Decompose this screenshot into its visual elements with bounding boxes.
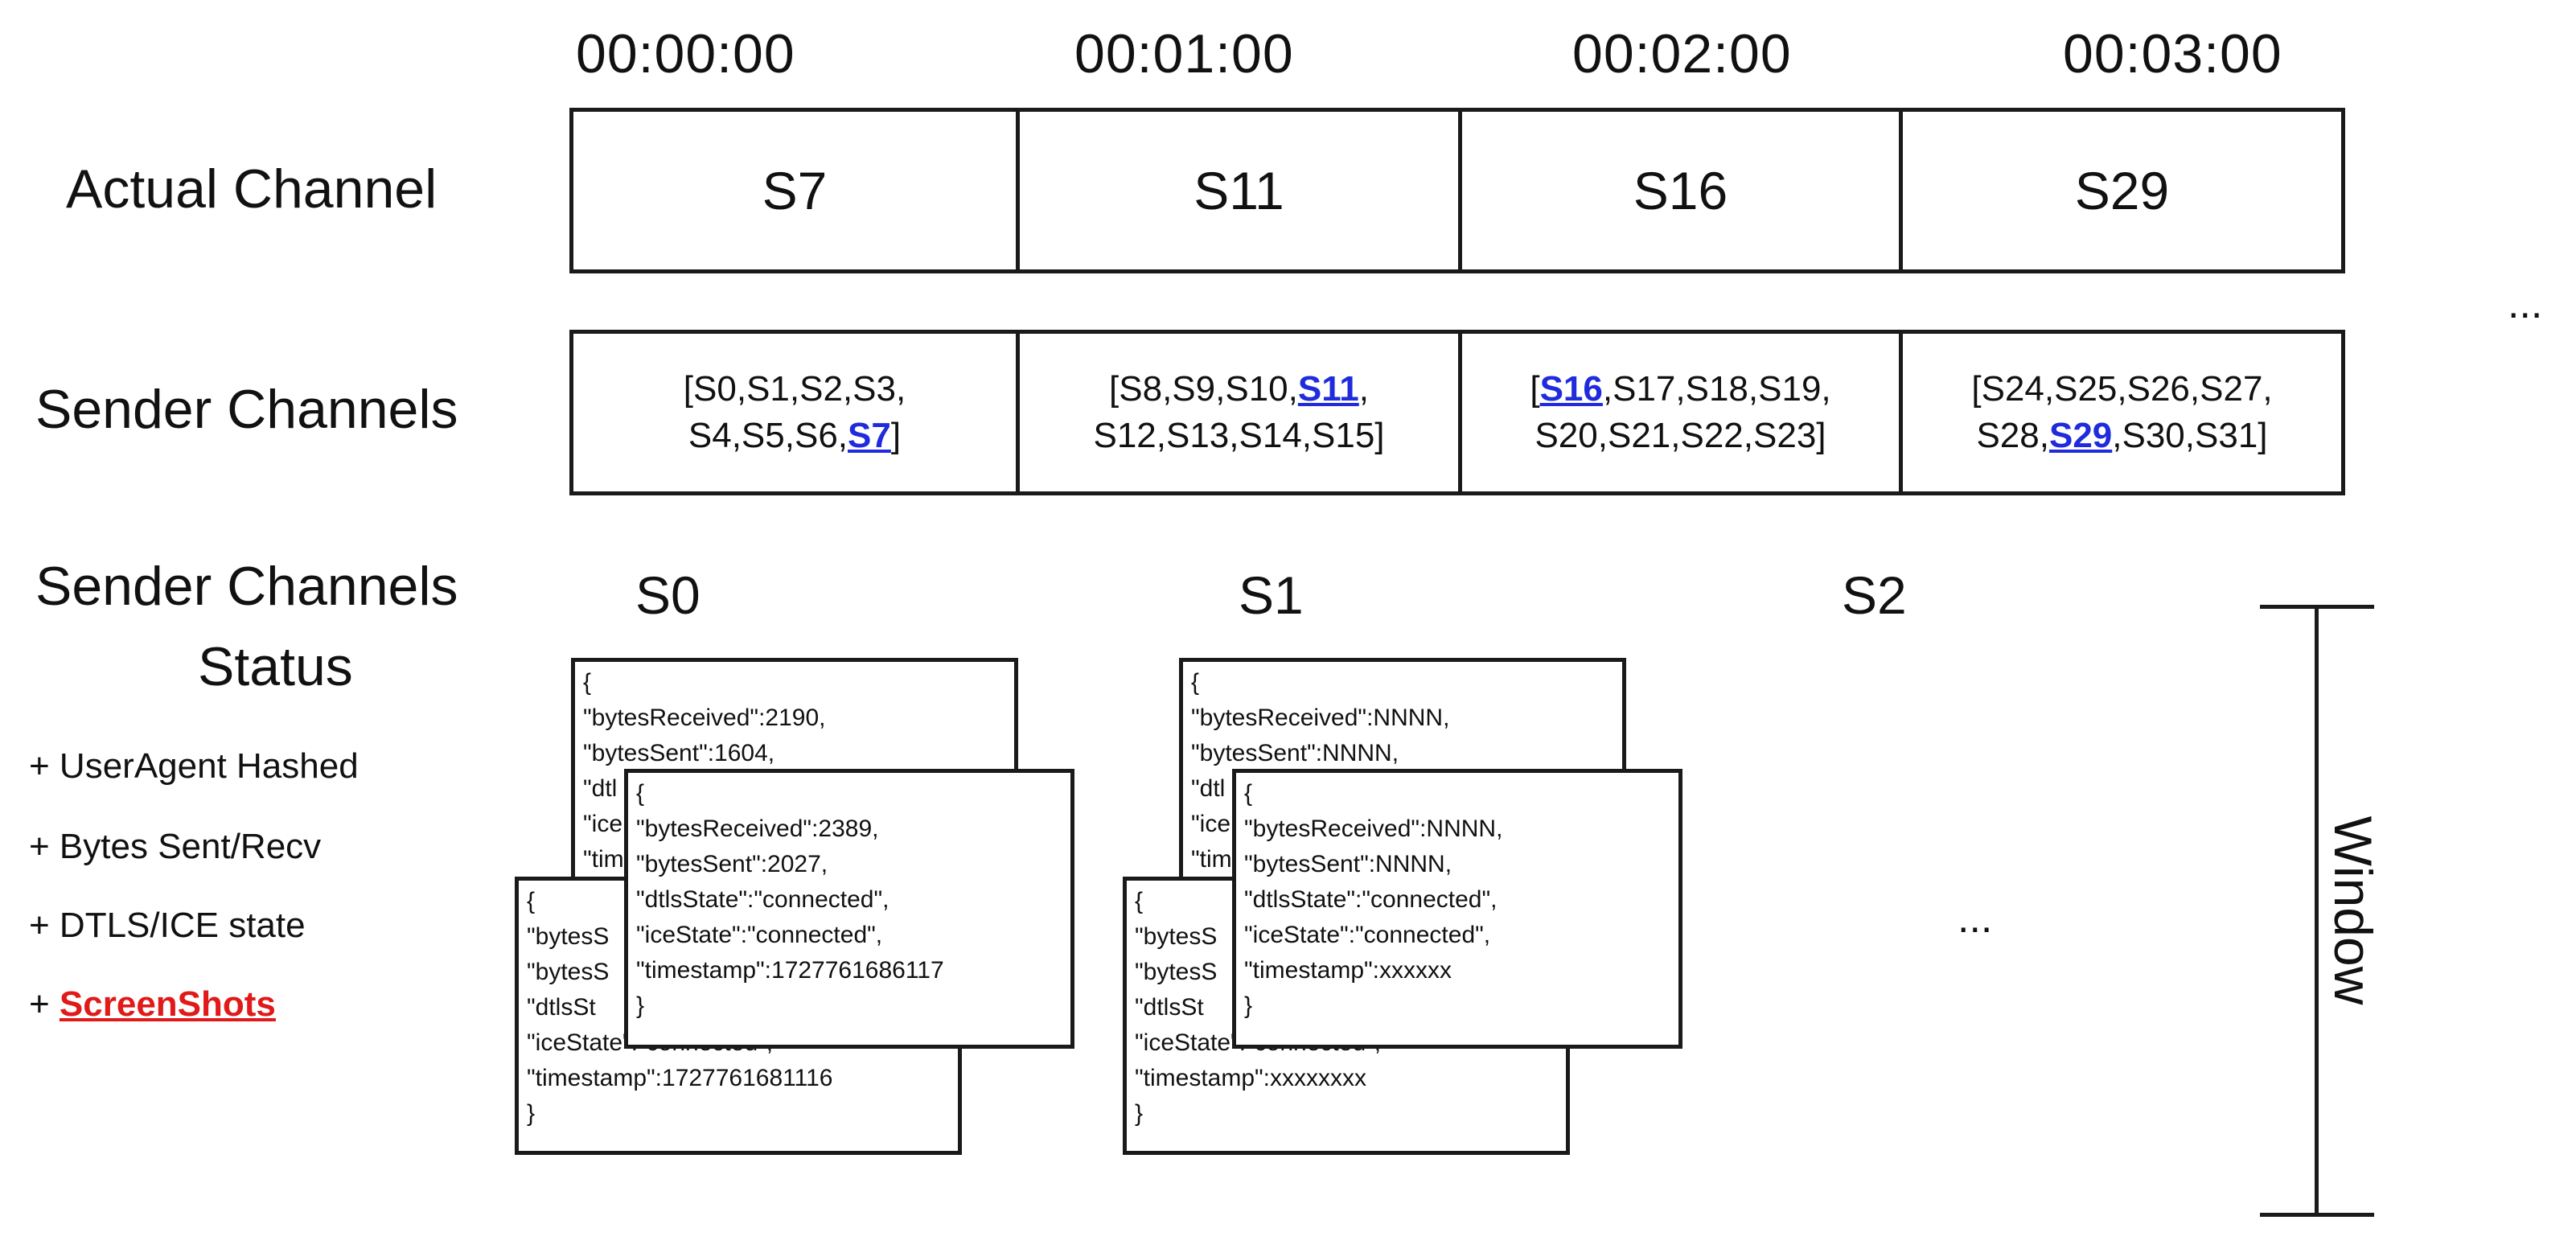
sender-group-text: [S0,S1,S2,S3, [683,369,906,409]
sender-group-text: [S8,S9,S10, [1109,369,1298,409]
card-line: } [636,992,645,1019]
actual-channel-value: S16 [1633,161,1728,220]
card-line: "bytesReceived":2389, [636,815,879,842]
actual-channel-label: Actual Channel [66,158,438,220]
actual-channel-cell: S29 [1899,108,2345,273]
sender-group-cell: [S8,S9,S10,S11, S12,S13,S14,S15] [1016,330,1462,495]
sender-group-cell: [S0,S1,S2,S3, S4,S5,S6,S7] [569,330,1020,495]
sender-group-text: ,S30,S31] [2112,416,2268,455]
card-line: "bytesReceived":NNNN, [1244,815,1503,842]
card-line: } [1135,1100,1144,1127]
card-line: "dtl [583,775,618,802]
sender-group-text: ] [890,416,902,455]
middle-ellipsis: ... [1958,895,1993,942]
card-line: "timestamp":xxxxxx [1244,957,1452,984]
card-line: { [1191,669,1200,696]
bullet-bytes: + Bytes Sent/Recv [29,827,322,866]
card-line: "bytesSent":2027, [636,851,828,877]
card-line: "bytesSent":NNNN, [1244,851,1452,877]
card-line: "dtl [1191,775,1226,802]
sender-group-text: ,S17,S18,S19, [1602,369,1831,409]
sender-group-text: S28, [1976,416,2049,455]
card-line: "bytesReceived":NNNN, [1191,705,1450,731]
card-line: "bytesSent":1604, [583,740,775,766]
card-line: "bytesS [527,959,610,985]
card-line: "dtlsState":"connected", [636,886,889,913]
sender-channels-label: Sender Channels [35,379,458,440]
card-line: "bytesS [1135,923,1218,950]
card-line: "bytesSent":NNNN, [1191,740,1399,766]
card-line: "tim [583,846,624,873]
card-line: { [527,888,536,914]
actual-channel-value: S7 [762,161,828,220]
channel-label-s2: S2 [1842,565,1907,625]
channel-label-s1: S1 [1239,565,1304,625]
time-label-3: 00:03:00 [2063,23,2282,84]
status-label-line2: Status [198,636,353,697]
window-bracket-bottom [2260,1213,2374,1217]
bullet-screenshots: + ScreenShots [29,984,276,1025]
actual-channel-value: S11 [1194,161,1284,220]
card-line: "dtlsState":"connected", [1244,886,1498,913]
card-line: "iceState":"connected", [1244,922,1491,948]
screenshots-link[interactable]: ScreenShots [59,984,276,1024]
actual-channel-cell: S7 [569,108,1020,273]
sender-group-cell: [S24,S25,S26,S27, S28,S29,S30,S31] [1899,330,2345,495]
card-line: "ice [583,811,622,837]
time-label-0: 00:00:00 [576,23,795,84]
card-line: "iceState":"connected", [636,922,883,948]
card-line: "bytesReceived":2190, [583,705,826,731]
sender-group-text: S4,S5,S6, [688,416,848,455]
actual-channel-cell: S11 [1016,108,1462,273]
card-line: "dtlsSt [527,994,596,1021]
channel-label-s0: S0 [635,565,700,625]
highlighted-channel: S16 [1539,369,1603,409]
bullet-useragent: + UserAgent Hashed [29,746,359,786]
highlighted-channel: S29 [2048,416,2113,455]
card-line: "ice [1191,811,1230,837]
bullet-prefix: + [29,984,60,1024]
status-card-s1-front: { "bytesReceived":NNNN, "bytesSent":NNNN… [1232,769,1682,1049]
window-label: Window [2323,815,2383,1005]
window-bracket-line [2315,605,2319,1216]
card-line: "timestamp":xxxxxxxx [1135,1065,1367,1091]
card-line: "tim [1191,846,1232,873]
card-line: "dtlsSt [1135,994,1204,1021]
card-line: { [1135,888,1144,914]
sender-group-text: [S24,S25,S26,S27, [1971,369,2273,409]
card-line: { [1244,780,1253,807]
card-line: { [583,669,592,696]
highlighted-channel: S11 [1297,369,1359,409]
card-line: } [1244,992,1253,1019]
actual-channel-cell: S16 [1458,108,1903,273]
card-line: "bytesS [527,923,610,950]
sender-group-text: S12,S13,S14,S15] [1093,416,1385,455]
status-card-s0-front: { "bytesReceived":2389, "bytesSent":2027… [624,769,1074,1049]
card-line: "bytesS [1135,959,1218,985]
card-line: "timestamp":1727761686117 [636,957,944,984]
time-label-1: 00:01:00 [1074,23,1294,84]
sender-group-cell: [S16,S17,S18,S19, S20,S21,S22,S23] [1458,330,1903,495]
sender-group-text: S20,S21,S22,S23] [1535,416,1826,455]
sender-group-text: , [1358,369,1369,409]
bullet-dtls-ice: + DTLS/ICE state [29,906,306,945]
status-label-line1: Sender Channels [35,556,458,617]
sender-group-text: [ [1530,369,1540,409]
card-line: "timestamp":1727761681116 [527,1065,833,1091]
highlighted-channel: S7 [848,416,891,455]
card-line: { [636,780,645,807]
right-ellipsis: ... [2508,281,2543,327]
time-label-2: 00:02:00 [1572,23,1792,84]
actual-channel-value: S29 [2074,161,2170,220]
card-line: } [527,1100,536,1127]
